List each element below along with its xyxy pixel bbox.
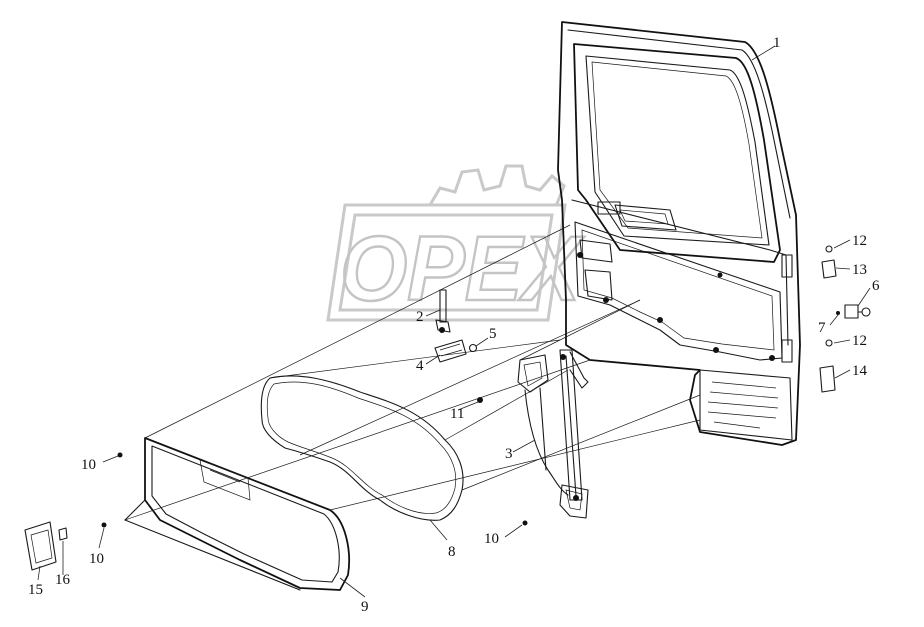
- part-9-trim-panel: [117, 437, 350, 591]
- callout-7: 7: [818, 320, 826, 336]
- watermark-frame: [326, 203, 567, 322]
- part-10-bolt: [522, 520, 528, 526]
- part-12-13-14-fasteners: [819, 245, 837, 393]
- callout-12-upper: 12: [852, 233, 867, 249]
- callout-labels: 1 2 3 4 5 6 7 8 9 10 10 10 11 12 12 13 1…: [28, 35, 880, 615]
- callout-2: 2: [416, 309, 424, 325]
- callout-1: 1: [773, 35, 781, 51]
- part-2-bracket: [435, 289, 451, 333]
- part-8-seal: [260, 375, 464, 521]
- part-6-check-link: [836, 304, 871, 319]
- watermark-logo: OPEX: [326, 164, 586, 322]
- callout-10-center: 10: [484, 531, 499, 547]
- callout-14: 14: [852, 363, 868, 379]
- callout-11: 11: [450, 406, 464, 422]
- callout-10-lower-left: 10: [89, 551, 104, 567]
- callout-6: 6: [872, 278, 880, 294]
- callout-5: 5: [489, 326, 497, 342]
- part-3-window-regulator: [517, 349, 589, 519]
- callout-12-lower: 12: [852, 333, 867, 349]
- part-1-door-panel: [557, 21, 801, 446]
- callout-8: 8: [448, 544, 456, 560]
- part-15-cover: [24, 521, 57, 571]
- callout-16: 16: [55, 572, 71, 588]
- part-16-clip: [58, 527, 68, 541]
- callout-10-left: 10: [81, 457, 96, 473]
- callout-3: 3: [505, 446, 513, 462]
- part-10-bolt: [101, 522, 107, 528]
- leader-lines: [37, 45, 871, 598]
- assembly-projection-lines: [124, 224, 701, 521]
- callout-9: 9: [361, 599, 369, 615]
- watermark-gear-icon: [428, 164, 566, 207]
- callout-4: 4: [416, 358, 424, 374]
- watermark-text: OPEX: [340, 218, 584, 320]
- part-4-handle: [434, 339, 478, 363]
- callout-13: 13: [852, 262, 867, 278]
- callout-15: 15: [28, 582, 43, 598]
